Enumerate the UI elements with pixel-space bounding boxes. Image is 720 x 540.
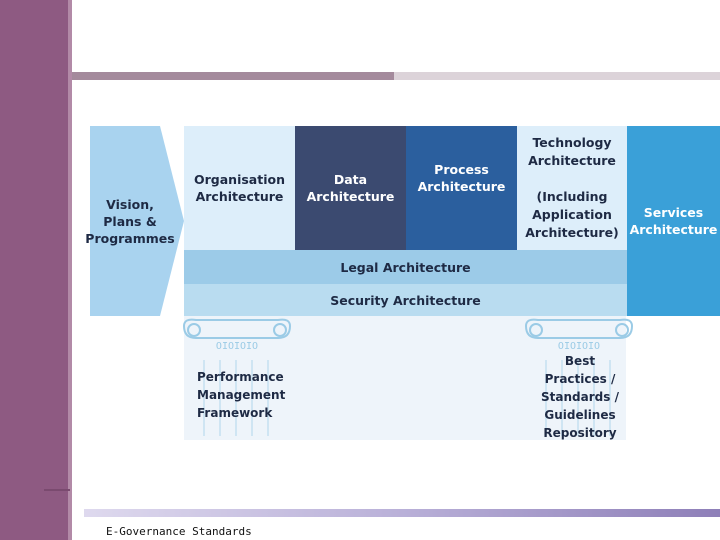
top-rule-dark [72,72,394,80]
top-rule-light [394,72,720,80]
vision-arrow-shape [90,126,184,316]
footer-title: E-Governance Standards [106,525,252,538]
security-architecture-band: Security Architecture [184,284,627,316]
legal-architecture-band: Legal Architecture [184,250,627,284]
performance-management-label: Performance Management Framework [197,370,286,420]
right-pillar: OIOIOIO [524,316,634,440]
vision-label: Vision, Plans & Programmes [85,196,175,246]
services-arrow-shape [627,126,720,316]
left-dash-line [44,489,70,491]
organisation-architecture-box: Organisation Architecture [184,126,295,250]
best-practices-label: Best Practices / Standards / Guidelines … [541,354,619,440]
svg-text:OIOIOIO: OIOIOIO [216,341,258,352]
left-side-bar-edge [68,0,72,540]
svg-text:OIOIOIO: OIOIOIO [558,341,600,352]
bottom-rule [84,509,720,517]
technology-architecture-box: Technology Architecture (Including Appli… [517,126,627,250]
data-architecture-box: Data Architecture [295,126,406,250]
pillar-background [184,316,626,440]
left-pillar: OIOIOIO [182,316,292,440]
process-architecture-box: Process Architecture [406,126,517,250]
left-side-bar [0,0,68,540]
services-label: Services Architecture [629,205,718,237]
